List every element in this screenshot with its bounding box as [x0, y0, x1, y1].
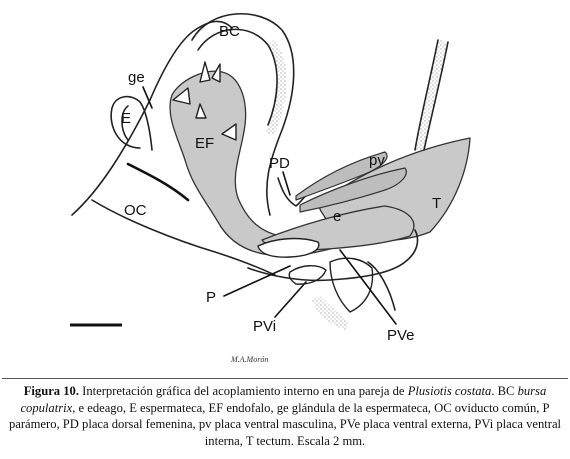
caption-species: Plusiotis costata: [407, 384, 492, 398]
spermatheca-inner: [121, 105, 129, 141]
endophallus-spine: [221, 123, 237, 141]
label-ge: ge: [128, 69, 145, 86]
endophallus-spine: [172, 87, 191, 105]
male-ventral-plate-upper: [295, 151, 388, 201]
label-oc: OC: [124, 202, 147, 219]
leader-pvi: [274, 281, 307, 318]
caption-term: bursa copulatrix: [20, 384, 547, 415]
caption-prefix: Figura 10.: [23, 384, 79, 398]
label-pd: PD: [269, 155, 290, 172]
caption-text-3: , e edeago, E espermateca, EF endofalo, …: [8, 400, 562, 448]
label-e-aedeagus: e: [333, 208, 341, 225]
endophallus-spine: [195, 103, 207, 119]
label-ef: EF: [195, 135, 214, 152]
posterior-wall-stipple: [415, 40, 448, 150]
label-e-spermatheca: E: [121, 110, 131, 127]
ventral-plate-internal: [288, 265, 327, 285]
bursa-copulatrix: [191, 12, 295, 216]
label-p: P: [206, 289, 216, 306]
ventral-wall-stipple: [310, 296, 350, 330]
caption-text-2: . BC: [491, 384, 518, 398]
oviduct-lower-wall: [91, 199, 276, 276]
oviduct-thick-line: [126, 162, 190, 202]
leader-pve: [339, 249, 397, 325]
label-pv: pv: [369, 152, 385, 169]
label-t: T: [432, 195, 441, 212]
male-ventral-plate: [299, 167, 407, 213]
label-bc: BC: [219, 23, 240, 40]
label-pvi: PVi: [253, 318, 276, 335]
label-pve: PVe: [387, 327, 415, 344]
caption-text-1: Interpretación gráfica del acoplamiento …: [79, 384, 408, 398]
paramere: [257, 237, 320, 258]
artist-signature: M.A.Morón: [230, 355, 268, 364]
endophallus-spine: [211, 63, 221, 83]
bursa-stipple: [266, 40, 287, 136]
spermatheca: [110, 95, 153, 151]
ventral-body-wall: [247, 229, 419, 282]
endophallus-spine: [199, 61, 211, 83]
leader-ge: [142, 86, 153, 109]
leader-pd: [282, 171, 291, 196]
ventral-wall-lower: [367, 261, 396, 311]
leader-p: [223, 265, 291, 297]
figure-caption: Figura 10. Interpretación gráfica del ac…: [2, 378, 568, 457]
anatomical-figure: BC ge E EF OC PD pv e T P PVi PVe M.A.Mo…: [70, 12, 471, 364]
ventral-plate-external: [329, 257, 374, 313]
